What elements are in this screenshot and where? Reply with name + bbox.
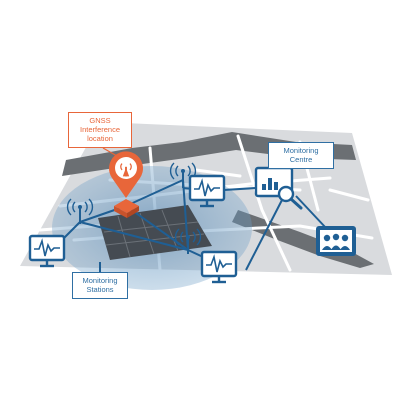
monitoring-centre-callout: Monitoring Centre [268, 142, 334, 169]
operators-icon [316, 226, 356, 256]
monitoring-centre-line-1: Monitoring [283, 146, 319, 155]
monitoring-centre-line-2: Centre [289, 155, 313, 164]
interference-label-line-1: GNSS [89, 116, 111, 125]
interference-marker [114, 199, 139, 218]
interference-location-callout: GNSS Interference location [68, 112, 132, 148]
location-pin-icon [109, 151, 143, 198]
interference-label-line-3: location [87, 134, 113, 143]
monitoring-stations-callout: Monitoring Stations [72, 272, 128, 299]
interference-label-line-2: Interference [79, 125, 121, 134]
monitoring-stations-line-2: Stations [86, 285, 114, 294]
monitoring-stations-line-1: Monitoring [82, 276, 118, 285]
